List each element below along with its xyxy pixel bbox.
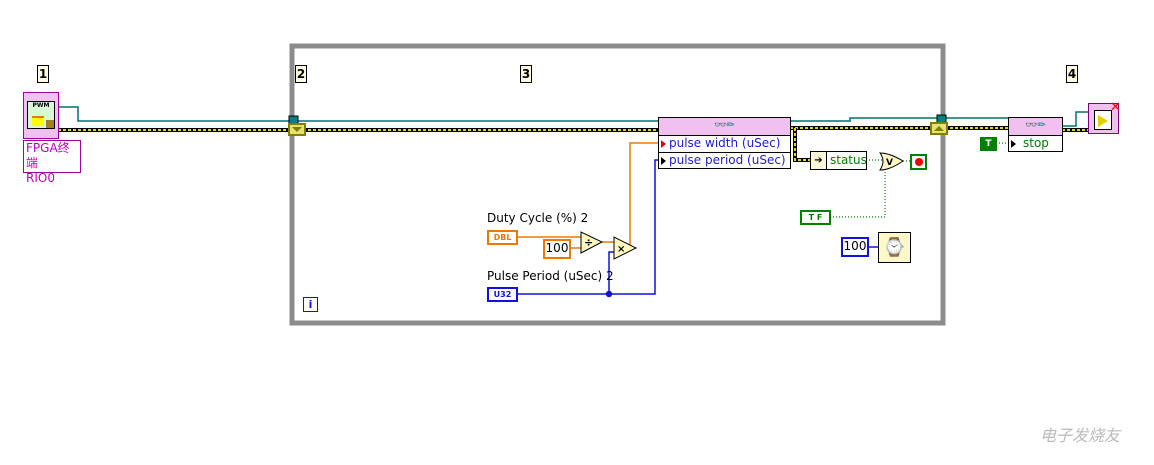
property-label: pulse width (uSec) [669, 136, 781, 150]
wait-ms-constant[interactable]: 100 [841, 237, 869, 257]
property-stop[interactable]: stop [1009, 136, 1062, 152]
pwm-property-node[interactable]: 👓✏ pulse width (uSec) pulse period (uSec… [658, 117, 791, 169]
frame-label-2: 2 [295, 65, 307, 83]
property-label: pulse period (uSec) [669, 153, 786, 167]
watermark: 电子发烧友 [1040, 426, 1121, 445]
reference-wire [790, 117, 1008, 122]
wait-ms-watch-icon[interactable]: ⌚ [878, 232, 911, 263]
multiply-symbol: × [617, 244, 625, 255]
duty-cycle-label: Duty Cycle (%) 2 [487, 211, 589, 225]
reference-wire [1062, 111, 1088, 127]
property-pulse-width[interactable]: pulse width (uSec) [659, 136, 790, 153]
while-loop-frame[interactable] [289, 43, 946, 326]
boolean-wire [830, 142, 1008, 218]
or-symbol: V [886, 158, 893, 168]
stop-property-node[interactable]: 👓✏ stop [1008, 117, 1063, 152]
frame-label-4: 4 [1066, 65, 1078, 83]
reference-wire [58, 106, 658, 122]
fpga-target-name: FPGA终端 [26, 141, 70, 170]
constant-100-dbl[interactable]: 100 [543, 239, 571, 259]
frame-label-1: 1 [37, 65, 49, 83]
pulse-period-control[interactable]: U32 [487, 287, 518, 302]
status-label: status [830, 153, 867, 167]
fpga-target-label: FPGA终端 RIO0 [23, 140, 81, 185]
property-label: stop [1023, 136, 1049, 150]
close-x-icon: ✕ [1110, 100, 1121, 115]
divide-function[interactable] [580, 231, 604, 254]
close-fpga-reference-node[interactable]: ✕ [1088, 100, 1121, 134]
error-wire [58, 126, 1088, 162]
open-fpga-reference-node[interactable]: PWM [23, 92, 59, 139]
loop-condition-stop-icon[interactable] [910, 154, 927, 170]
duty-cycle-control[interactable]: DBL [487, 230, 518, 245]
frame-label-3: 3 [520, 65, 532, 83]
boolean-control-tf[interactable]: T F [800, 210, 831, 225]
pwm-icon: PWM [27, 101, 55, 129]
or-function[interactable] [879, 152, 904, 171]
iteration-terminal: i [303, 297, 318, 312]
divide-symbol: ÷ [584, 236, 593, 249]
pulse-period-label: Pulse Period (uSec) 2 [487, 269, 614, 283]
true-constant[interactable]: T [980, 137, 997, 151]
multiply-function[interactable] [613, 236, 638, 260]
unbundle-status[interactable]: ➔ status [810, 151, 867, 170]
property-pulse-period[interactable]: pulse period (uSec) [659, 153, 790, 169]
u32-wire [517, 159, 878, 298]
arrow-right-icon: ➔ [811, 152, 827, 169]
property-node-header: 👓✏ [659, 118, 790, 136]
property-node-header: 👓✏ [1009, 118, 1062, 136]
dbl-wire [517, 142, 658, 249]
fpga-resource-name: RIO0 [26, 171, 55, 185]
